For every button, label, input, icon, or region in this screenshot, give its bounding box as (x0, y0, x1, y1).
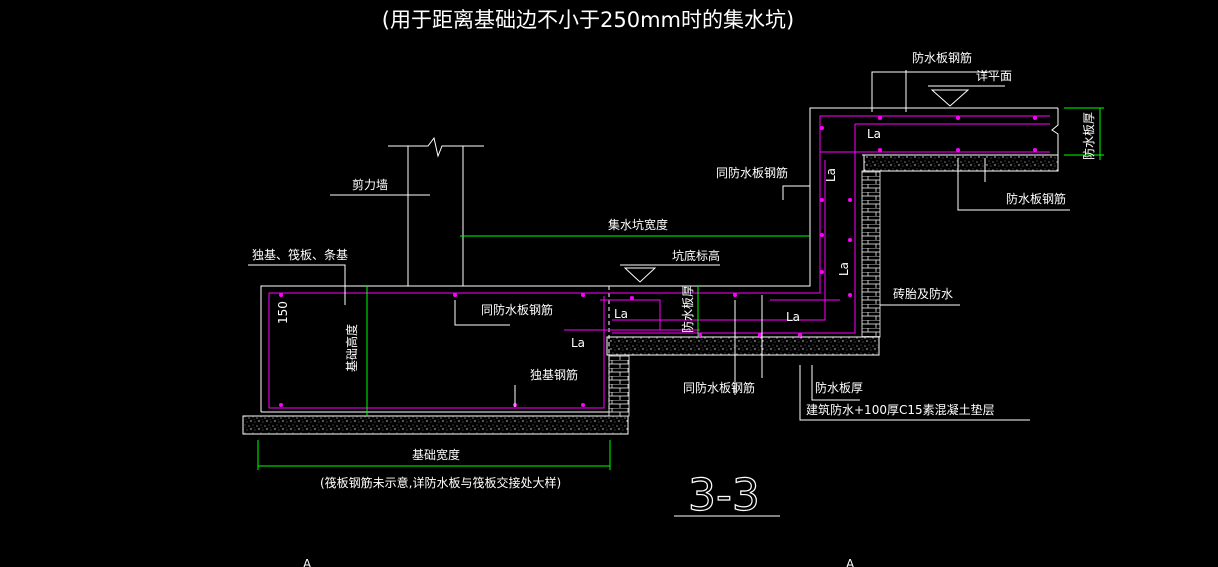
label-isolated-rebar: 独基钢筋 (530, 367, 578, 382)
brick-wall-right (861, 170, 881, 338)
label-cushion: 建筑防水+100厚C15素混凝土垫层 (806, 402, 995, 417)
drawing-title: (用于距离基础边不小于250mm时的集水坑) (382, 8, 794, 32)
cushion-right (863, 154, 1059, 172)
label-dim-150: 150 (276, 301, 290, 324)
label-same-waterproof-rebar-1: 同防水板钢筋 (716, 165, 788, 180)
label-la-1: La (867, 127, 881, 141)
label-la-3: La (837, 262, 851, 276)
rebar-top (268, 115, 1050, 408)
label-same-waterproof-rebar-3: 同防水板钢筋 (683, 380, 755, 395)
label-foundation-width: 基础宽度 (412, 447, 460, 462)
label-shear-wall: 剪力墙 (352, 177, 388, 192)
elevation-marker-plan (930, 89, 970, 107)
label-note: (筏板钢筋未示意,详防水板与筏板交接处大样) (320, 475, 561, 490)
label-la-6: La (571, 336, 585, 350)
section-label: 3-3 (688, 470, 760, 521)
brick-wall-left (608, 354, 630, 417)
label-la-2: La (824, 168, 838, 182)
label-pit-width: 集水坑宽度 (608, 217, 668, 232)
label-waterproof-thick-right: 防水板厚 (1081, 112, 1096, 160)
label-foundation-types: 独基、筏板、条基 (252, 248, 348, 262)
label-la-4: La (614, 307, 628, 321)
marker-a-left: A (303, 557, 312, 567)
rebar-pit (612, 124, 856, 334)
cushion-pit (606, 336, 880, 356)
label-waterproof-thick-mid: 防水板厚 (680, 285, 695, 333)
elevation-marker-pit (623, 267, 657, 283)
label-brick-waterproof: 砖胎及防水 (893, 286, 953, 301)
marker-a-right: A (846, 557, 855, 567)
foundation-outline (260, 107, 1058, 412)
label-pit-bottom-elev: 坑底标高 (672, 248, 720, 263)
label-see-plan: 详平面 (976, 68, 1012, 83)
label-foundation-height: 基础高度 (344, 324, 359, 372)
rebar-dots (279, 116, 1037, 407)
label-same-waterproof-rebar-2: 同防水板钢筋 (481, 302, 553, 317)
cushion-left (242, 415, 629, 435)
label-waterproof-rebar-right: 防水板钢筋 (1006, 191, 1066, 206)
shear-wall-break (388, 136, 484, 158)
label-waterproof-rebar-top: 防水板钢筋 (912, 50, 972, 65)
leader-lines (248, 70, 1070, 421)
label-waterproof-thick-bottom: 防水板厚 (815, 380, 863, 395)
label-la-5: La (786, 310, 800, 324)
